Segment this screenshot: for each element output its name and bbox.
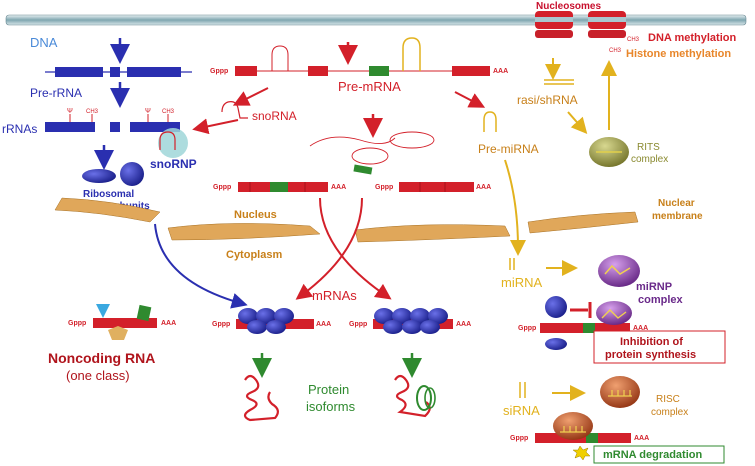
rits-label-1: RITS	[637, 142, 660, 153]
pre-rrna-label: Pre-rRNA	[30, 86, 82, 100]
arrow-mrna-export-2	[295, 197, 363, 300]
splicing-intermediates	[309, 131, 435, 175]
ch3-dna-label: CH3	[627, 37, 640, 43]
aaa-mrna-1: AAA	[331, 184, 346, 191]
pre-mrna-gene	[235, 37, 490, 76]
pre-rrna-gene	[45, 67, 192, 77]
sirna-label: siRNA	[503, 403, 540, 418]
snornp-rna	[159, 131, 176, 150]
nuclear-membrane-label-2: membrane	[652, 211, 703, 222]
noncoding-label-1: Noncoding RNA	[48, 350, 155, 366]
gppp-polysome-2: Gppp	[349, 321, 367, 328]
rrnas-label: rRNAs	[2, 122, 37, 136]
ch3-histone-label: CH3	[609, 48, 622, 54]
aaa-degradation: AAA	[634, 435, 649, 442]
inhibition-label-2: protein synthesis	[605, 349, 696, 361]
arrow-premrna-to-snorna	[232, 87, 269, 106]
rasi-shrna-duplex	[544, 79, 574, 85]
mrna-isoform-2	[399, 182, 474, 192]
rasi-shrna-label: rasi/shRNA	[517, 93, 578, 107]
protein-isoform-2	[394, 374, 436, 418]
nuclear-membrane-far-right	[527, 211, 639, 234]
arrow-mrna-export-1	[319, 197, 392, 300]
risc-rna	[608, 390, 632, 397]
mirna-target-mrna	[540, 296, 632, 350]
aaa-inhibition: AAA	[633, 325, 648, 332]
snornp-label: snoRNP	[150, 157, 197, 171]
mirnp-label-1: miRNP	[636, 281, 672, 293]
aaa-premrna: AAA	[493, 68, 508, 75]
gppp-degradation: Gppp	[510, 435, 528, 442]
pre-mirna-hairpin	[483, 111, 497, 132]
snorna-structure	[221, 101, 248, 119]
aaa-noncoding: AAA	[161, 320, 176, 327]
mirna-duplex	[509, 258, 515, 270]
gppp-inhibition: Gppp	[518, 325, 536, 332]
aaa-polysome-1: AAA	[316, 321, 331, 328]
nucleosome-2	[588, 11, 626, 38]
arrow-premrna-to-premirna	[454, 91, 486, 108]
nuclear-membrane-label-1: Nuclear	[658, 198, 695, 209]
nucleus-label: Nucleus	[234, 209, 277, 221]
mirnp-complex	[598, 255, 640, 287]
mrna-degradation-label: mRNA degradation	[603, 449, 702, 461]
dna-methylation-label: DNA methylation	[648, 32, 736, 44]
rrnas-fragments	[45, 114, 180, 132]
arrow-snorna-to-rrna	[192, 118, 239, 135]
snorna-label: snoRNA	[252, 109, 297, 123]
pre-mrna-label: Pre-mRNA	[338, 79, 401, 94]
nuclear-membrane-mid	[167, 223, 321, 241]
mirnp-label-2: complex	[638, 294, 684, 306]
dna-label: DNA	[30, 35, 58, 50]
psi-label-1: Ψ	[67, 108, 73, 115]
noncoding-label-2: (one class)	[66, 368, 130, 383]
ch3-rrna-1: CH3	[86, 109, 99, 115]
polysome-1	[236, 308, 314, 334]
nuclear-membrane-left	[54, 197, 161, 223]
protein-isoform-1	[243, 374, 279, 422]
aaa-mrna-2: AAA	[476, 184, 491, 191]
protein-label-2: isoforms	[306, 399, 356, 414]
risc-complex	[600, 376, 640, 408]
risc-label-1: RISC	[656, 394, 680, 405]
ribosomal-label-1: Ribosomal	[83, 189, 134, 200]
ribosome-large-subunit	[120, 162, 144, 186]
mrnas-label: mRNAs	[312, 288, 357, 303]
sirna-duplex	[519, 382, 526, 398]
degradation-box	[593, 445, 725, 464]
inhibition-box	[593, 330, 726, 364]
arrow-premirna-to-mirna	[504, 159, 526, 256]
noncoding-rna-complex	[93, 304, 157, 340]
ch3-rrna-2: CH3	[162, 109, 175, 115]
pre-mirna-label: Pre-miRNA	[478, 142, 539, 156]
rits-label-2: complex	[631, 154, 668, 165]
snornp-complex	[158, 128, 188, 158]
arrow-ribosome-export	[154, 223, 248, 309]
gppp-mrna-1: Gppp	[213, 184, 231, 191]
psi-label-2: Ψ	[145, 108, 151, 115]
gppp-premrna: Gppp	[210, 68, 228, 75]
dna-strand	[5, 14, 747, 26]
aaa-polysome-2: AAA	[456, 321, 471, 328]
sirna-target-mrna	[535, 412, 631, 461]
nucleosomes-label: Nucleosomes	[536, 1, 601, 12]
ribosome-small-subunit	[82, 169, 116, 183]
nucleosome-1	[535, 11, 573, 38]
mrna-isoform-1	[238, 182, 328, 192]
nuclear-membrane-right	[354, 224, 511, 243]
protein-label-1: Protein	[308, 382, 349, 397]
gppp-noncoding: Gppp	[68, 320, 86, 327]
mirnp-rna	[604, 264, 631, 275]
arrow-rasi-to-rits	[567, 111, 588, 135]
inhibition-label-1: Inhibition of	[620, 336, 683, 348]
mirna-label: miRNA	[501, 275, 542, 290]
cytoplasm-label: Cytoplasm	[226, 249, 282, 261]
risc-label-2: complex	[651, 407, 688, 418]
gppp-mrna-2: Gppp	[375, 184, 393, 191]
histone-methylation-label: Histone methylation	[626, 48, 731, 60]
polysome-2	[373, 308, 453, 334]
gppp-polysome-1: Gppp	[212, 321, 230, 328]
